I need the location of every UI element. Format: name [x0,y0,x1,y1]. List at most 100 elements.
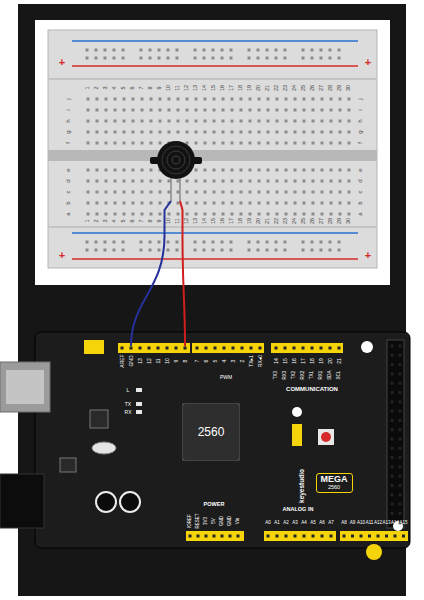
hole [168,131,171,134]
hole [114,109,117,112]
board-label: 28 [328,85,334,91]
hole [96,180,99,183]
board-label: e [65,168,71,171]
pin-hole [197,535,200,538]
hole [177,202,180,205]
hole [177,180,180,183]
rail-divider [48,78,377,80]
hole [204,109,207,112]
hole [258,120,261,123]
hole [267,180,270,183]
hole [275,249,278,252]
hole [159,98,162,101]
pin-hole [232,347,235,350]
hole [258,169,261,172]
board-label: 9 [174,360,179,363]
board-label: i [65,109,71,110]
board-label: TX [125,402,131,407]
hole [141,98,144,101]
hole [132,180,135,183]
hole [150,180,153,183]
hole [249,131,252,134]
pin-hole [399,484,402,487]
hole [213,109,216,112]
hole [285,98,288,101]
mounting-hole [361,341,373,353]
hole [195,180,198,183]
board-label: 19 [319,358,324,364]
board-label: 10 [166,218,172,224]
hole [302,249,305,252]
hole [240,213,243,216]
pin-hole [276,535,279,538]
board-label: 8 [148,219,154,222]
hole [213,169,216,172]
hole [113,249,116,252]
board-label: f [357,142,363,144]
hole [150,131,153,134]
hole [266,49,269,52]
hole [122,49,125,52]
mounting-hole [292,407,302,417]
board-label: TX2 [292,371,297,379]
hole [339,169,342,172]
hole [105,191,108,194]
arduino-board [0,332,410,560]
board-label: 13 [138,358,143,364]
board-label: 13 [193,218,199,224]
hole [330,142,333,145]
hole [149,49,152,52]
hole [266,241,269,244]
hole [258,191,261,194]
board-label: A7 [328,521,334,526]
board-label: 24 [292,218,298,224]
pin-hole [399,363,402,366]
board-label: c [357,191,363,194]
hole [177,109,180,112]
hole [231,169,234,172]
hole [87,120,90,123]
board-label: 12 [147,358,152,364]
board-label: IOREF [188,514,193,528]
board-label: 14 [274,358,279,364]
hole [321,142,324,145]
pin-header [118,343,190,353]
hole [150,169,153,172]
board-label: 30 [346,218,352,224]
hole [195,213,198,216]
hole [222,109,225,112]
pin-hole [399,512,402,515]
board-label: 27 [319,218,325,224]
hole [275,57,278,60]
hole [105,120,108,123]
hole [150,202,153,205]
hole [96,109,99,112]
hole [159,109,162,112]
hole [320,249,323,252]
pin-hole [399,456,402,459]
hole [276,120,279,123]
hole [150,120,153,123]
board-label: 18 [310,358,315,364]
hole [266,249,269,252]
pin-hole [221,535,224,538]
board-label: 7 [195,360,200,363]
hole [240,202,243,205]
board-label: COMMUNICATION [286,386,338,392]
hole [105,109,108,112]
hole [204,131,207,134]
pin-hole [189,535,192,538]
hole [150,109,153,112]
board-label: 25 [301,85,307,91]
hole [312,180,315,183]
hole [230,241,233,244]
hole [321,131,324,134]
hole [339,131,342,134]
hole [267,131,270,134]
hole [87,180,90,183]
board-label: A15 [399,521,407,526]
pin-hole [391,475,394,478]
pin-hole [399,400,402,403]
board-label: 5 [121,86,127,89]
